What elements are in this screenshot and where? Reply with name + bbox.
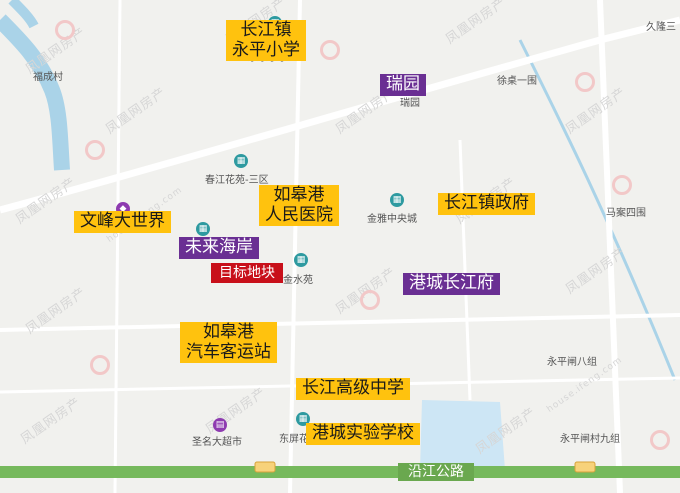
place-label: 圣名大超市 bbox=[192, 437, 242, 448]
building-icon[interactable]: ▦ bbox=[296, 412, 310, 426]
water-area bbox=[420, 400, 505, 470]
place-label: 瑞园 bbox=[400, 98, 420, 109]
road-right-vertical bbox=[597, 0, 623, 493]
label-changjiang-gov[interactable]: 长江镇政府 bbox=[438, 193, 535, 215]
place-label: 东屏花苑 bbox=[279, 434, 319, 445]
road-diagonal bbox=[0, 16, 680, 214]
place-label: 金雅中央城 bbox=[367, 214, 417, 225]
place-label: 永平闸八组 bbox=[547, 357, 597, 368]
river-top-left bbox=[8, 0, 39, 29]
watermark-logo-icon bbox=[575, 72, 595, 92]
label-target-plot[interactable]: 目标地块 bbox=[211, 263, 283, 284]
label-ruiyuan[interactable]: 瑞园 bbox=[380, 74, 426, 96]
label-rugao-hospital[interactable]: 如皋港 人民医院 bbox=[259, 185, 339, 227]
road-left-vertical bbox=[113, 0, 122, 493]
road-center-vertical bbox=[288, 0, 302, 493]
place-label: 徐桌一围 bbox=[497, 76, 537, 87]
watermark-logo-icon bbox=[320, 40, 340, 60]
watermark-logo-icon bbox=[650, 430, 670, 450]
place-label: 久隆三 bbox=[646, 22, 676, 33]
label-wenfeng[interactable]: 文峰大世界 bbox=[74, 211, 171, 233]
place-label: 春江花苑-三区 bbox=[205, 175, 269, 186]
place-label: 永平闸村九组 bbox=[560, 434, 620, 445]
label-changjiang-yongping-school[interactable]: 长江镇 永平小学 bbox=[226, 20, 306, 62]
label-bus-station[interactable]: 如皋港 汽车客运站 bbox=[180, 322, 277, 364]
building-icon[interactable]: ▦ bbox=[294, 253, 308, 267]
road-shield-icon-1 bbox=[254, 461, 276, 473]
shopping-icon[interactable]: ▤ bbox=[213, 418, 227, 432]
label-weilai-haian[interactable]: 未来海岸 bbox=[179, 237, 259, 259]
place-label: 马案四围 bbox=[606, 208, 646, 219]
canal-right bbox=[518, 39, 677, 381]
building-icon[interactable]: ▦ bbox=[390, 193, 404, 207]
label-gangcheng-school[interactable]: 港城实验学校 bbox=[306, 423, 420, 445]
label-yanjiang-road[interactable]: 沿江公路 bbox=[398, 463, 474, 482]
label-changjiang-high-school[interactable]: 长江高级中学 bbox=[296, 378, 410, 400]
road-inner-vertical bbox=[458, 139, 472, 401]
road-shield-icon-2 bbox=[574, 461, 596, 473]
watermark-logo-icon bbox=[85, 140, 105, 160]
place-label: 福成村 bbox=[33, 72, 63, 83]
building-icon[interactable]: ▦ bbox=[234, 154, 248, 168]
river-left bbox=[0, 14, 70, 171]
road-middle bbox=[0, 313, 680, 332]
watermark-logo-icon bbox=[90, 355, 110, 375]
watermark-logo-icon bbox=[612, 175, 632, 195]
place-label: 金水苑 bbox=[283, 275, 313, 286]
building-icon[interactable]: ▦ bbox=[196, 222, 210, 236]
yanjiang-road-line bbox=[0, 466, 680, 478]
watermark-logo-icon bbox=[55, 20, 75, 40]
watermark-logo-icon bbox=[360, 290, 380, 310]
label-gangcheng-changjiangfu[interactable]: 港城长江府 bbox=[403, 273, 500, 295]
